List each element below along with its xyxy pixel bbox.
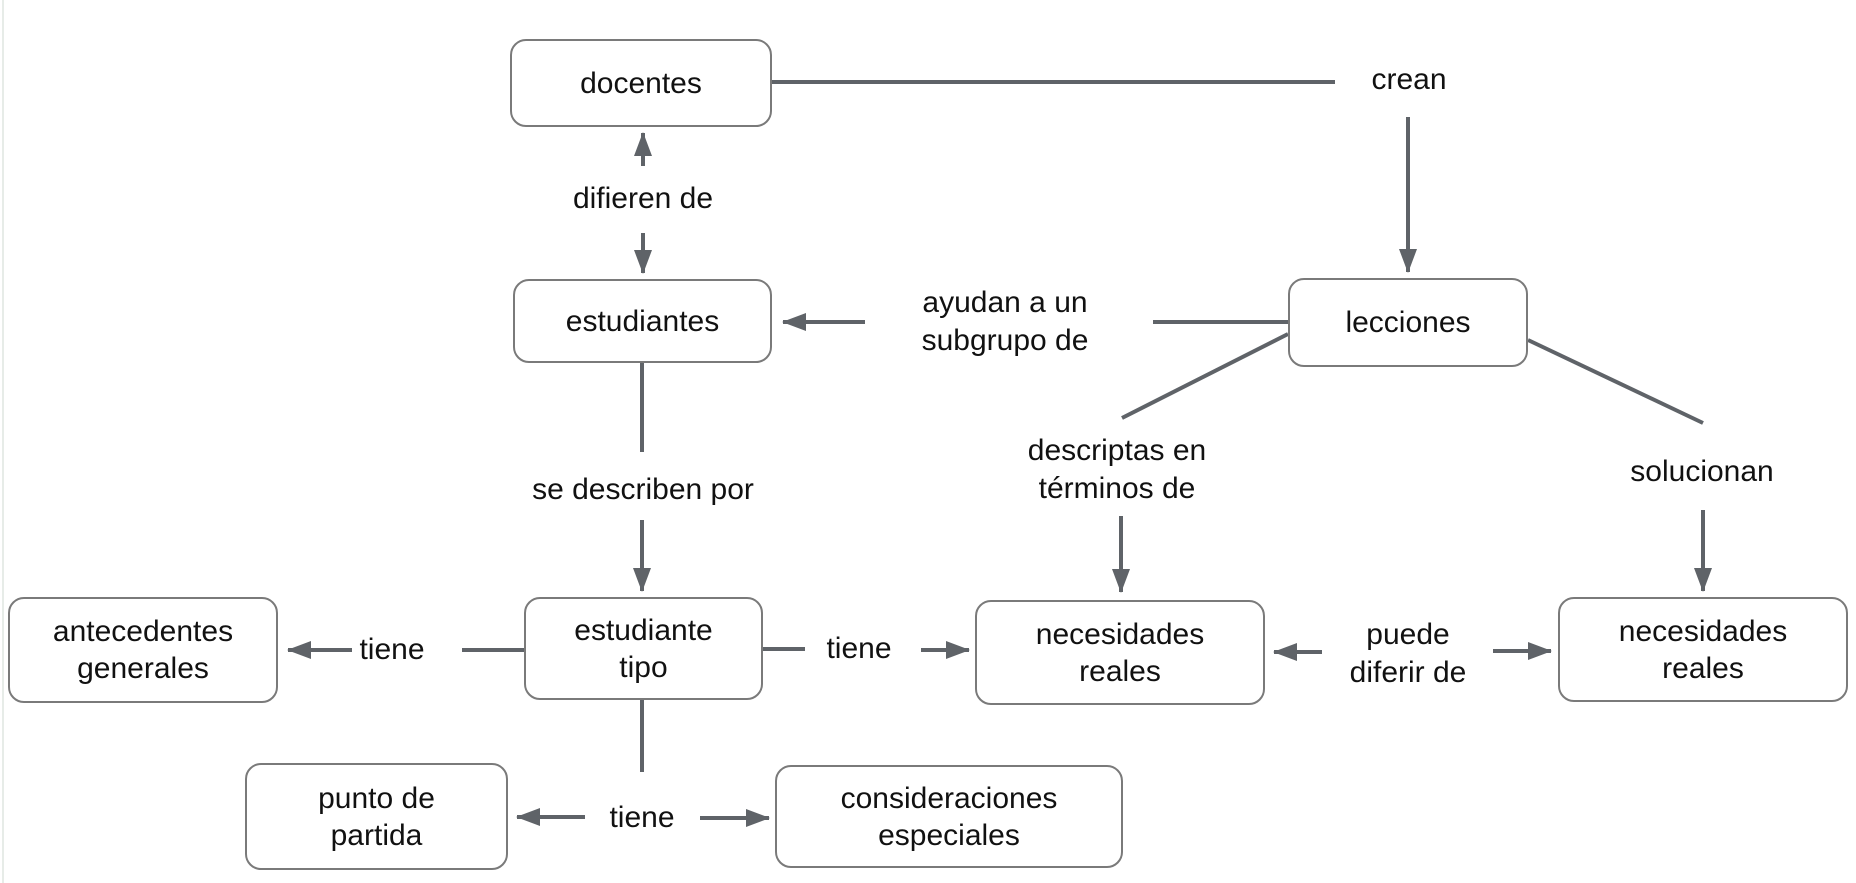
edge-label-tiene-izquierda[interactable]: tiene (355, 631, 429, 669)
node-estudiantes[interactable]: estudiantes (513, 279, 772, 363)
edge-label-se-describen-por[interactable]: se describen por (528, 471, 758, 509)
node-docentes[interactable]: docentes (510, 39, 772, 127)
node-punto-de-partida[interactable]: punto de partida (245, 763, 508, 870)
node-consideraciones-especiales[interactable]: consideraciones especiales (775, 765, 1123, 868)
connector-lecciones-a-descriptas (1121, 332, 1289, 420)
node-lecciones[interactable]: lecciones (1288, 278, 1528, 367)
edge-label-crean[interactable]: crean (1367, 61, 1451, 99)
edge-label-puede-diferir-de[interactable]: puede diferir de (1345, 616, 1471, 692)
node-estudiante-tipo[interactable]: estudiante tipo (524, 597, 763, 700)
edge-label-tiene-derecha[interactable]: tiene (822, 630, 896, 668)
connector-lecciones-a-solucionan (1527, 338, 1704, 425)
node-necesidades-reales-izquierda[interactable]: necesidades reales (975, 600, 1265, 705)
edge-label-descriptas-en-terminos-de[interactable]: descriptas en términos de (1023, 432, 1211, 508)
canvas-left-edge-line (2, 0, 4, 883)
edge-label-solucionan[interactable]: solucionan (1626, 453, 1778, 491)
node-antecedentes-generales[interactable]: antecedentes generales (8, 597, 278, 703)
edge-label-difieren-de[interactable]: difieren de (568, 180, 718, 218)
node-necesidades-reales-derecha[interactable]: necesidades reales (1558, 597, 1848, 702)
edge-label-ayudan-a-un-subgrupo-de[interactable]: ayudan a un subgrupo de (917, 284, 1093, 360)
edge-label-tiene-abajo[interactable]: tiene (605, 799, 679, 837)
